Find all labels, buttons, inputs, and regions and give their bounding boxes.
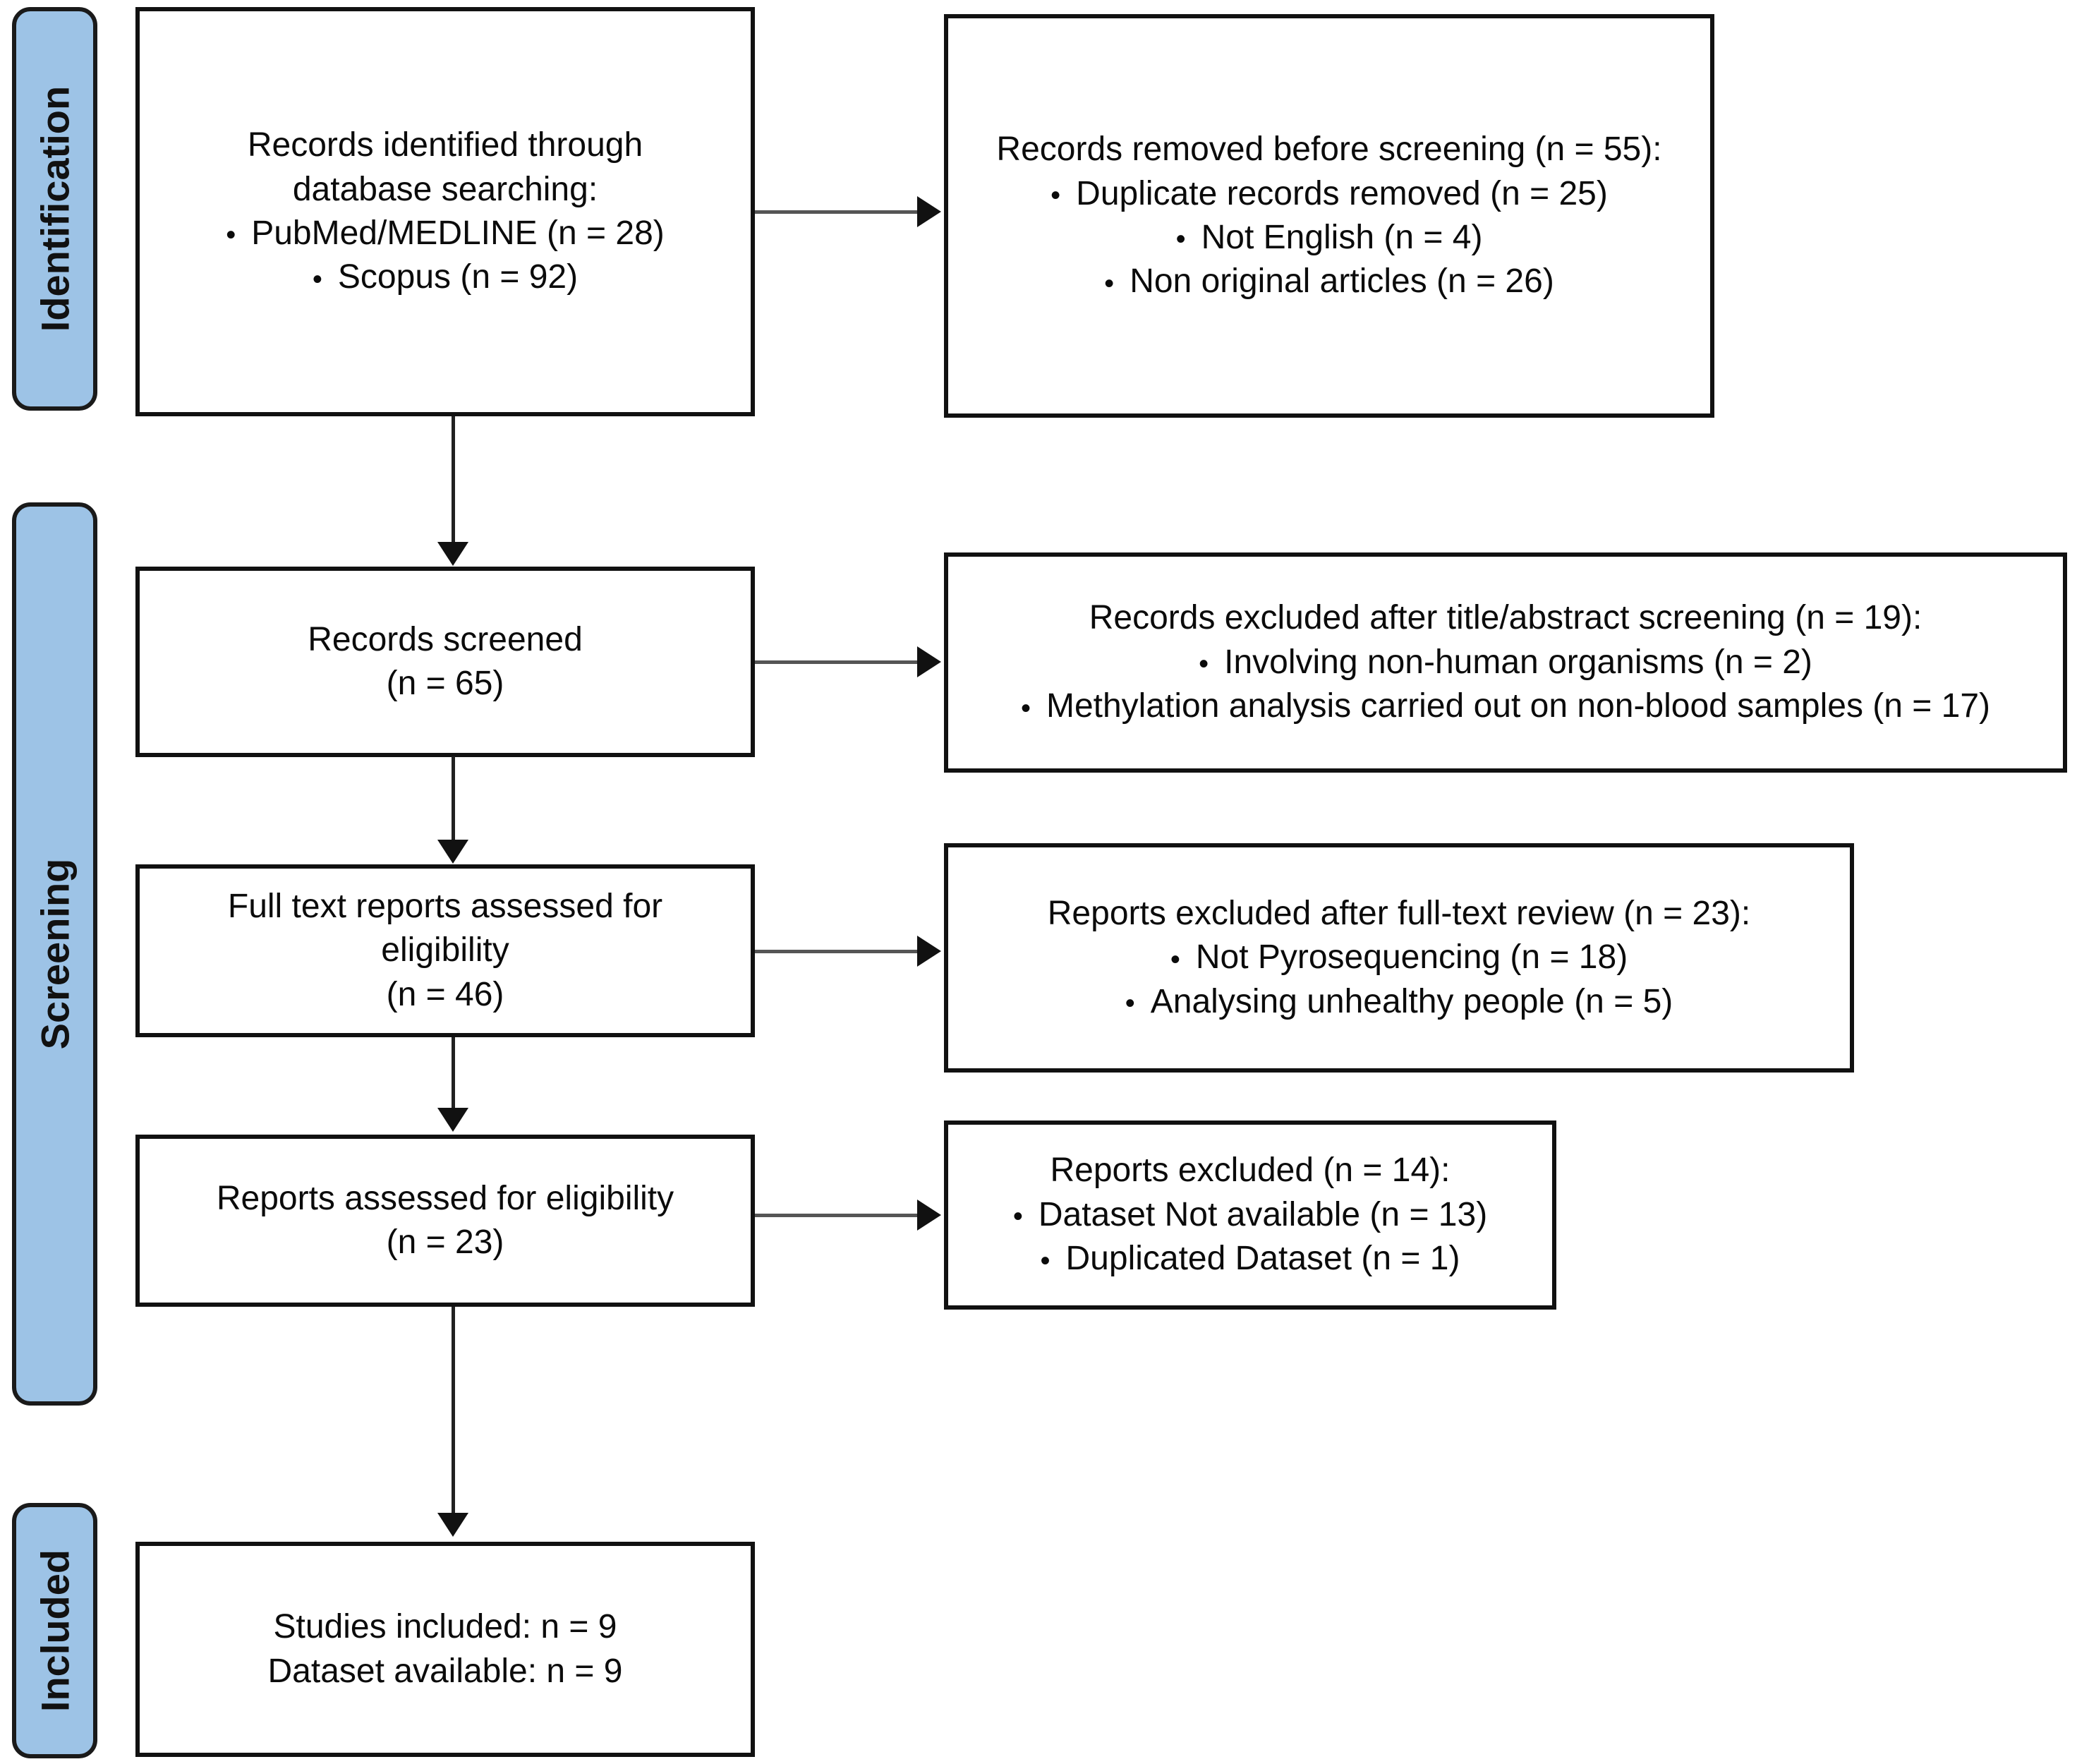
node-records-removed-before-screening: Records removed before screening (n = 55… bbox=[944, 14, 1714, 418]
node-records-screened: Records screened (n = 65) bbox=[135, 567, 755, 757]
stage-bar-included: Included bbox=[12, 1503, 97, 1758]
node-line: Records screened bbox=[308, 620, 583, 658]
connector-reports-assessed-to-excluded bbox=[755, 1214, 920, 1217]
node-line-bullet: Not English (n = 4) bbox=[958, 216, 1700, 260]
connector-identified-to-screened bbox=[452, 416, 455, 543]
stage-label-screening: Screening bbox=[32, 858, 77, 1050]
node-line-bullet: Not Pyrosequencing (n = 18) bbox=[958, 936, 1840, 979]
stage-label-identification: Identification bbox=[32, 85, 77, 332]
node-reports-excluded: Reports excluded (n = 14): Dataset Not a… bbox=[944, 1120, 1556, 1310]
node-reports-assessed-eligibility: Reports assessed for eligibility (n = 23… bbox=[135, 1135, 755, 1307]
node-line-bullet: Non original articles (n = 26) bbox=[958, 260, 1700, 303]
stage-bar-screening: Screening bbox=[12, 502, 97, 1406]
node-line: Reports assessed for eligibility bbox=[216, 1179, 674, 1217]
arrow-right-icon bbox=[917, 646, 941, 677]
arrow-right-icon bbox=[917, 936, 941, 967]
node-line: Reports excluded (n = 14): bbox=[1050, 1152, 1451, 1190]
arrow-down-icon bbox=[437, 840, 468, 864]
node-line: (n = 23) bbox=[386, 1224, 504, 1261]
node-line-bullet: Dataset Not available (n = 13) bbox=[958, 1193, 1542, 1237]
node-line: (n = 46) bbox=[386, 975, 504, 1013]
node-line-bullet: Duplicate records removed (n = 25) bbox=[958, 172, 1700, 216]
connector-fulltext-to-reports-assessed bbox=[452, 1037, 455, 1111]
node-records-identified: Records identified through database sear… bbox=[135, 7, 755, 416]
connector-screened-to-excluded bbox=[755, 660, 920, 664]
node-line: Records identified through bbox=[247, 126, 643, 164]
node-line: Dataset available: n = 9 bbox=[267, 1652, 623, 1690]
arrow-down-icon bbox=[437, 1108, 468, 1132]
node-line-bullet: Duplicated Dataset (n = 1) bbox=[958, 1237, 1542, 1281]
node-records-excluded-title-abstract: Records excluded after title/abstract sc… bbox=[944, 552, 2067, 773]
connector-fulltext-to-excluded bbox=[755, 950, 920, 953]
node-line-bullet: Involving non-human organisms (n = 2) bbox=[958, 641, 2053, 684]
connector-identified-to-removed bbox=[755, 210, 920, 214]
connector-screened-to-fulltext bbox=[452, 756, 455, 842]
node-reports-excluded-full-text: Reports excluded after full-text review … bbox=[944, 843, 1854, 1073]
node-line: database searching: bbox=[292, 170, 598, 208]
node-line-bullet: Methylation analysis carried out on non-… bbox=[958, 684, 2053, 728]
node-line: eligibility bbox=[381, 931, 509, 969]
arrow-right-icon bbox=[917, 1200, 941, 1231]
connector-reports-assessed-to-included bbox=[452, 1307, 455, 1516]
node-line: (n = 65) bbox=[386, 665, 504, 702]
node-line: Full text reports assessed for bbox=[227, 887, 663, 925]
node-studies-included: Studies included: n = 9 Dataset availabl… bbox=[135, 1542, 755, 1757]
arrow-down-icon bbox=[437, 1513, 468, 1537]
node-full-text-assessed: Full text reports assessed for eligibili… bbox=[135, 864, 755, 1037]
node-line-bullet: Scopus (n = 92) bbox=[150, 255, 741, 299]
node-line-bullet: PubMed/MEDLINE (n = 28) bbox=[150, 212, 741, 255]
stage-label-included: Included bbox=[32, 1549, 77, 1712]
node-line: Studies included: n = 9 bbox=[273, 1608, 617, 1646]
node-line-bullet: Analysing unhealthy people (n = 5) bbox=[958, 980, 1840, 1024]
arrow-right-icon bbox=[917, 196, 941, 227]
arrow-down-icon bbox=[437, 542, 468, 566]
node-line: Records excluded after title/abstract sc… bbox=[1089, 599, 1922, 637]
stage-bar-identification: Identification bbox=[12, 7, 97, 411]
node-line: Records removed before screening (n = 55… bbox=[996, 131, 1662, 169]
node-line: Reports excluded after full-text review … bbox=[1047, 894, 1751, 932]
